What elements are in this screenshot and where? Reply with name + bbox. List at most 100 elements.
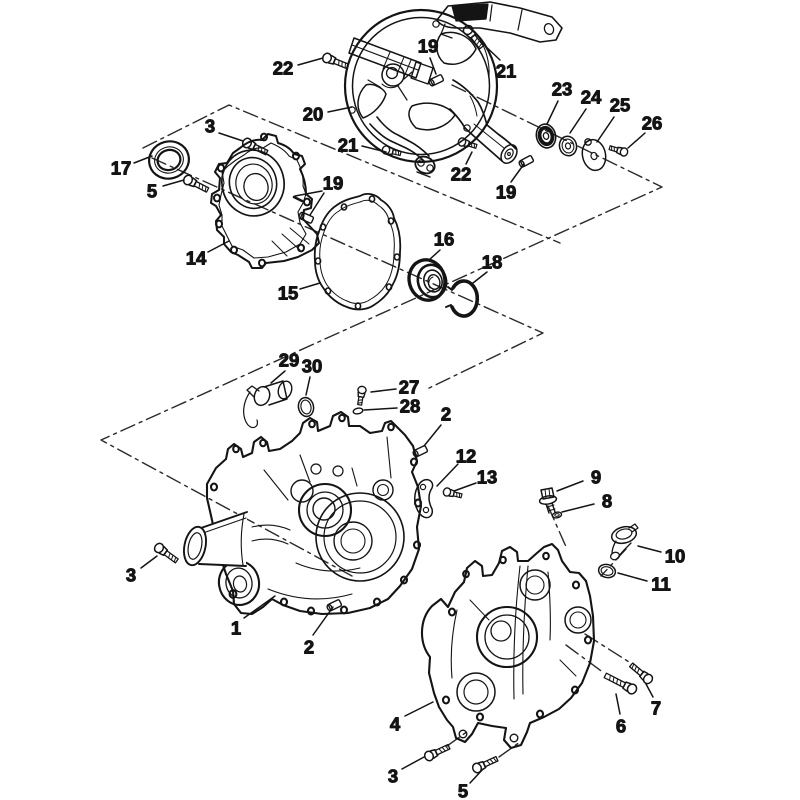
bolt-3-bottom — [422, 741, 452, 763]
pin-2-top — [411, 444, 429, 459]
callout-leader — [297, 57, 324, 66]
callout-label-19: 19 — [418, 36, 439, 57]
callout-label-9: 9 — [591, 467, 601, 488]
callout-leader — [465, 151, 473, 165]
callout-label-11: 11 — [651, 574, 671, 595]
callout-3-36: 3 — [387, 756, 425, 787]
callout-5-11: 5 — [146, 179, 185, 202]
callout-leader — [218, 132, 244, 142]
callout-19-13: 19 — [495, 163, 525, 203]
part-12-bracket — [414, 478, 434, 519]
callout-1-31: 1 — [230, 595, 276, 639]
callout-leader — [615, 693, 621, 715]
callout-label-2: 2 — [441, 404, 451, 425]
callout-leader — [645, 683, 654, 698]
callout-leader — [472, 271, 488, 284]
callout-21-2: 21 — [479, 40, 517, 82]
bolt-27 — [354, 385, 368, 407]
bolt-26 — [607, 142, 630, 158]
callout-label-19: 19 — [323, 173, 344, 194]
callout-label-3: 3 — [205, 116, 215, 137]
callout-leader — [627, 132, 646, 149]
callout-leader — [162, 179, 185, 187]
callout-18-18: 18 — [472, 251, 503, 284]
part-30-oring — [297, 396, 315, 418]
callout-label-26: 26 — [642, 113, 663, 134]
callout-leader — [207, 240, 230, 253]
bolt-5-bottom — [470, 753, 500, 775]
callout-label-18: 18 — [482, 252, 503, 273]
callout-leader — [423, 424, 442, 447]
callout-label-19: 19 — [496, 182, 517, 203]
callout-label-20: 20 — [303, 104, 324, 125]
callout-label-16: 16 — [434, 229, 455, 250]
part-8-washer — [551, 511, 563, 519]
callout-leader — [299, 282, 321, 290]
part-4-crankcase-right — [420, 542, 596, 750]
callout-leader — [363, 407, 398, 411]
callout-20-8: 20 — [302, 103, 353, 125]
callout-leader — [436, 463, 459, 487]
callout-leader — [479, 40, 501, 61]
callout-leader — [429, 57, 437, 75]
part-14-cover — [210, 132, 320, 269]
bolt-9-flanged — [538, 487, 558, 514]
callout-label-14: 14 — [186, 248, 207, 269]
callout-label-13: 13 — [477, 467, 498, 488]
callout-leader — [569, 108, 587, 134]
callout-label-27: 27 — [399, 377, 420, 398]
callout-22-0: 22 — [272, 57, 324, 79]
callout-label-24: 24 — [581, 87, 602, 108]
part-17-seal — [148, 140, 190, 180]
bolt-7 — [627, 660, 656, 687]
callout-leader — [243, 595, 276, 619]
callout-label-3: 3 — [388, 766, 398, 787]
callout-label-1: 1 — [231, 618, 241, 639]
callout-label-22: 22 — [273, 58, 294, 79]
callout-label-8: 8 — [602, 491, 612, 512]
callout-15-17: 15 — [277, 282, 321, 304]
construction-lines — [100, 84, 663, 758]
callout-8-27: 8 — [561, 490, 613, 513]
callout-label-2: 2 — [304, 637, 314, 658]
part-28-washer — [352, 407, 364, 415]
callout-26-6: 26 — [627, 112, 663, 149]
callout-label-23: 23 — [552, 79, 573, 100]
callout-30-20: 30 — [301, 355, 323, 396]
callout-14-15: 14 — [185, 240, 230, 269]
callout-leader — [510, 163, 525, 183]
callout-23-3: 23 — [546, 78, 573, 125]
callout-2-32: 2 — [303, 606, 334, 658]
bolt-6 — [602, 670, 639, 697]
callout-27-21: 27 — [370, 376, 420, 398]
part-24-washer — [558, 135, 578, 157]
callout-leader — [133, 155, 153, 164]
callout-leader — [401, 756, 425, 770]
pin-2-bottom — [325, 598, 343, 613]
callout-leader — [561, 503, 595, 513]
callout-29-19: 29 — [270, 349, 300, 384]
part-18-snap-ring — [445, 279, 480, 318]
callout-leader — [453, 482, 477, 492]
callout-leader — [309, 192, 325, 216]
callout-label-21: 21 — [496, 61, 517, 82]
part-11-oring — [597, 563, 617, 579]
callout-label-22: 22 — [451, 164, 472, 185]
callout-leader — [469, 768, 484, 784]
callout-label-17: 17 — [111, 158, 132, 179]
callout-25-5: 25 — [596, 94, 631, 143]
callout-leader — [556, 480, 584, 492]
callout-3-7: 3 — [204, 115, 244, 142]
callout-leader — [596, 116, 615, 143]
callout-28-22: 28 — [363, 395, 421, 417]
part-23-bearing — [535, 123, 557, 149]
bolt-5-top — [181, 173, 211, 196]
part-10-plug — [609, 523, 639, 561]
callout-19-1: 19 — [417, 35, 439, 75]
callout-label-3: 3 — [126, 565, 136, 586]
callout-11-29: 11 — [617, 572, 671, 595]
callout-19-14: 19 — [294, 172, 344, 216]
part-29-breather — [243, 380, 293, 429]
